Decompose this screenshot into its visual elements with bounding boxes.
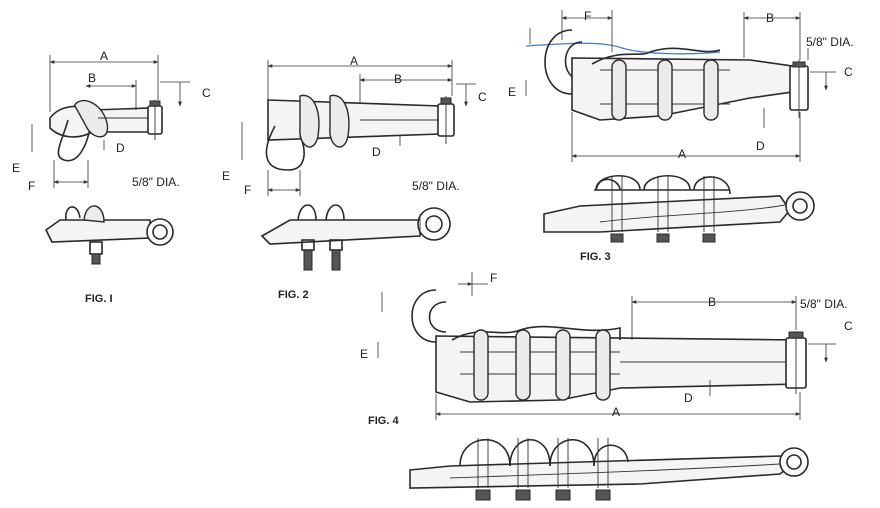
figure-1: A B C D E F 5/8" DIA. FIG. I bbox=[12, 49, 211, 305]
fig4-dia-label: 5/8" DIA. bbox=[800, 297, 848, 311]
fig2-side-view bbox=[260, 204, 451, 271]
fig2-dim-C: C bbox=[478, 90, 487, 104]
fig2-dim-F: F bbox=[244, 183, 251, 197]
fig3-caption: FIG. 3 bbox=[580, 251, 611, 263]
fig2-dim-D: D bbox=[372, 145, 381, 159]
fig2-dim-B: B bbox=[394, 72, 402, 86]
fig4-side-view bbox=[409, 438, 809, 501]
fig3-dim-E: E bbox=[508, 85, 516, 99]
fig4-dim-A: A bbox=[612, 405, 620, 419]
fig1-dim-A: A bbox=[100, 49, 108, 63]
fig1-dim-B: B bbox=[88, 71, 96, 85]
fig1-side-view bbox=[44, 205, 174, 265]
fig3-dia-label: 5/8" DIA. bbox=[806, 35, 854, 49]
fig1-dim-C: C bbox=[202, 86, 211, 100]
fig1-top-view bbox=[49, 99, 163, 162]
fig1-dia-label: 5/8" DIA. bbox=[132, 175, 180, 189]
fig1-dim-E: E bbox=[12, 161, 20, 175]
fig1-dim-F: F bbox=[28, 179, 35, 193]
fig1-dim-D: D bbox=[116, 141, 125, 155]
fig4-top-view bbox=[411, 289, 807, 403]
fig2-caption: FIG. 2 bbox=[278, 289, 309, 301]
fig3-top-view bbox=[525, 29, 809, 121]
fig3-dim-F: F bbox=[584, 9, 591, 23]
fig4-dim-B: B bbox=[708, 295, 716, 309]
fig3-dim-B: B bbox=[766, 11, 774, 25]
fig3-side-view bbox=[543, 174, 815, 243]
fig4-dim-F: F bbox=[490, 271, 497, 285]
fig2-dia-label: 5/8" DIA. bbox=[412, 179, 460, 193]
fig2-dim-E: E bbox=[222, 169, 230, 183]
fig4-dim-C: C bbox=[844, 319, 853, 333]
figure-4: F E B 5/8" DIA. C D A FIG. 4 bbox=[360, 271, 853, 501]
figure-2: A B C D E F 5/8" DIA. FIG. 2 bbox=[222, 54, 487, 301]
fig4-dim-E: E bbox=[360, 347, 368, 361]
fig2-dim-A: A bbox=[350, 54, 358, 68]
fig4-dim-D: D bbox=[684, 391, 693, 405]
fig4-caption: FIG. 4 bbox=[368, 415, 399, 427]
figure-3: F B 5/8" DIA. C E A D bbox=[508, 9, 854, 263]
fig2-top-view bbox=[265, 94, 455, 171]
fig3-dim-A: A bbox=[678, 147, 686, 161]
fig3-dim-D: D bbox=[756, 139, 765, 153]
fig3-dim-C: C bbox=[844, 65, 853, 79]
fig1-caption: FIG. I bbox=[85, 293, 113, 305]
